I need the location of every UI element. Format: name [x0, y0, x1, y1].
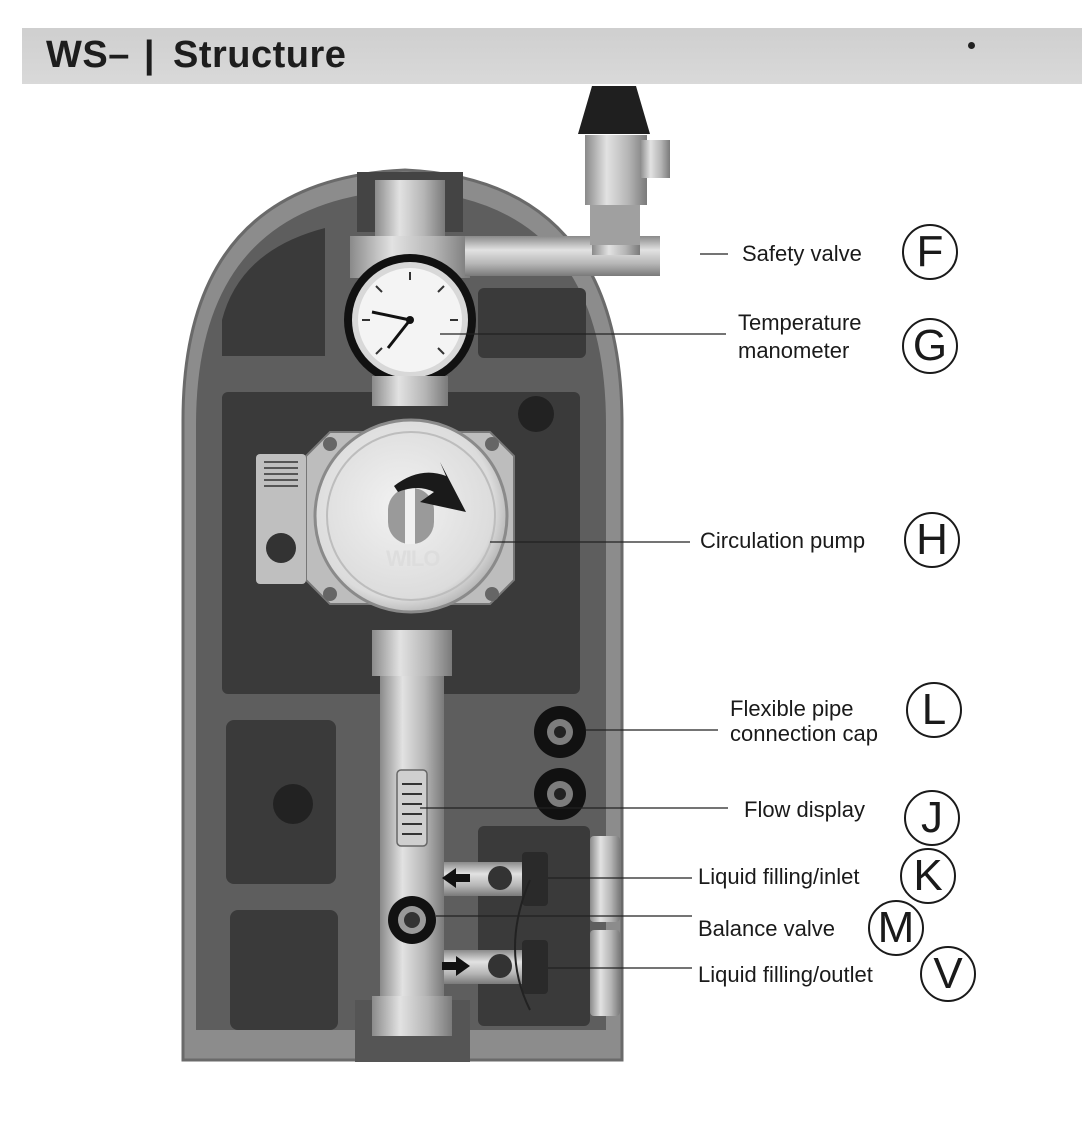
page-title: WS– | Structure	[46, 34, 346, 77]
manometer-ticks	[362, 272, 458, 355]
valve-cable	[514, 879, 531, 1011]
manometer-needle-1	[371, 310, 411, 322]
header-bar	[22, 28, 1082, 84]
marker-L: L	[906, 682, 962, 738]
label-flexible-pipe-cap: Flexible pipe connection cap	[730, 696, 878, 746]
title-separator: |	[143, 34, 155, 76]
label-liquid-filling-inlet: Liquid filling/inlet	[698, 864, 860, 889]
safety-valve-cap	[578, 86, 650, 134]
marker-K: K	[900, 848, 956, 904]
marker-M: M	[868, 900, 924, 956]
mount-hole-right	[518, 396, 554, 432]
marker-J: J	[904, 790, 960, 846]
outlet-arrow-icon	[442, 956, 470, 976]
pump-brand: WILO	[386, 546, 440, 571]
lower-union	[372, 630, 452, 676]
manometer-needle-2	[386, 319, 412, 349]
marker-H: H	[904, 512, 960, 568]
leader-lines	[420, 253, 728, 969]
label-flow-display: Flow display	[744, 797, 866, 822]
safety-valve-outlet	[640, 140, 670, 178]
safety-valve-nut	[590, 205, 640, 245]
title-text: Structure	[173, 34, 347, 76]
label-balance-valve: Balance valve	[698, 916, 835, 941]
label-liquid-filling-outlet: Liquid filling/outlet	[698, 962, 873, 987]
panel-top-right	[478, 288, 586, 358]
marker-G: G	[902, 318, 958, 374]
marker-F: F	[902, 224, 958, 280]
label-temperature-manometer: Temperature manometer	[738, 310, 862, 363]
manometer-neck	[372, 376, 448, 406]
label-circulation-pump: Circulation pump	[700, 528, 866, 553]
outlet-valve-handle	[522, 940, 548, 994]
inlet-arrow-icon	[442, 868, 470, 888]
marker-V: V	[920, 946, 976, 1002]
safety-valve-body	[585, 135, 647, 205]
mount-hole-left	[273, 784, 313, 824]
panel-bottom-left	[230, 910, 338, 1030]
model-code: WS–	[46, 34, 130, 76]
pump-arrow-icon	[394, 462, 466, 512]
label-safety-valve: Safety valve	[742, 241, 862, 266]
outlet-stub	[590, 930, 620, 1016]
header-dot	[968, 42, 975, 49]
inlet-valve-handle	[522, 852, 548, 906]
panel-top-left	[222, 228, 325, 356]
inlet-stub	[590, 836, 620, 922]
